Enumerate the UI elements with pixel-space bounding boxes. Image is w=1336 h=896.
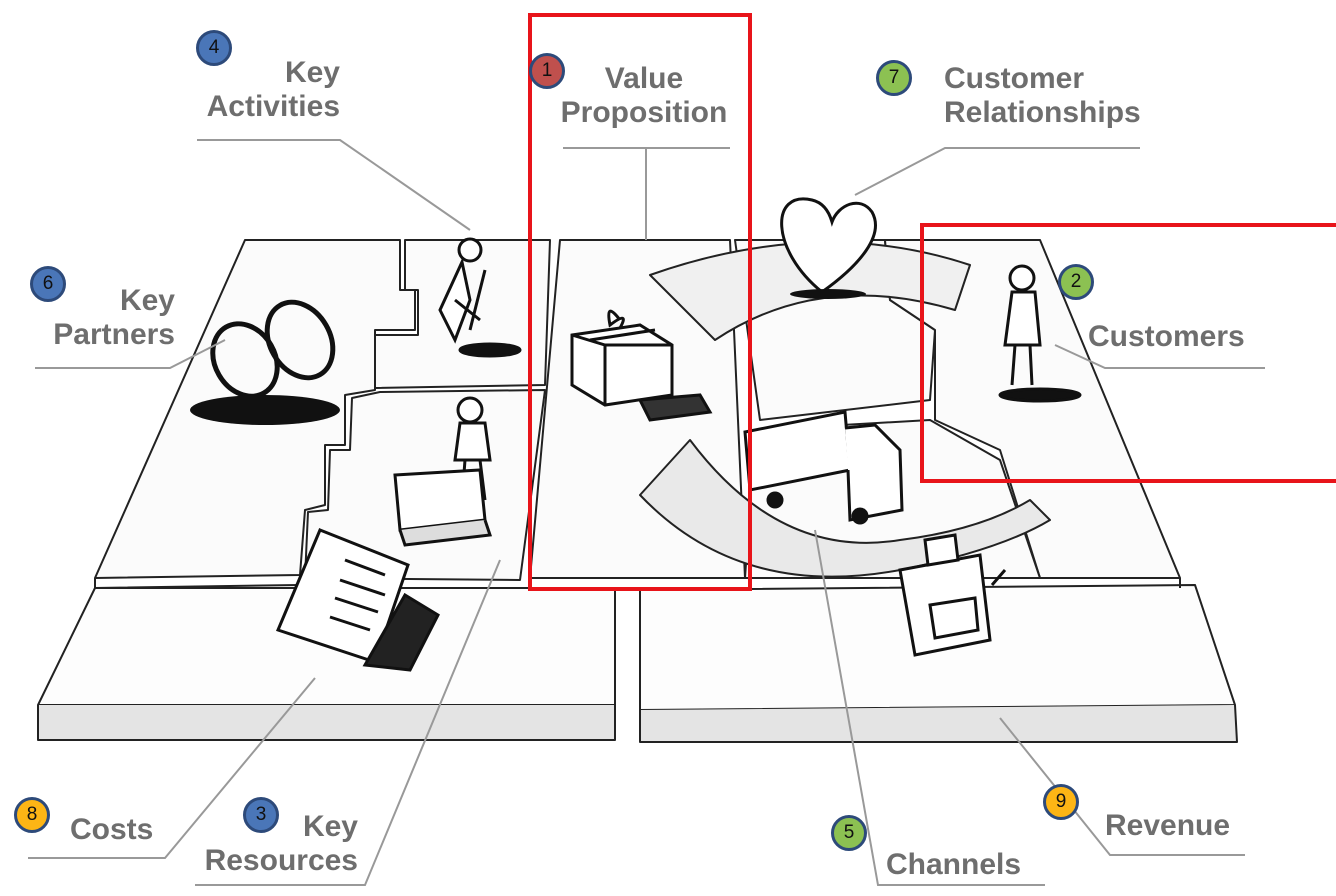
worker-drawing xyxy=(457,237,483,263)
label-key-partners: Key Partners xyxy=(20,284,175,352)
label-key-resources-line1: Key xyxy=(302,810,358,843)
leader-key-resources xyxy=(195,559,501,886)
badge-channels: 5 xyxy=(831,815,867,851)
badge-customers: 2 xyxy=(1058,264,1094,300)
leader-key-partners xyxy=(35,339,226,369)
heart-drawing xyxy=(780,197,877,294)
leader-revenue xyxy=(999,717,1245,856)
badge-customer-relationships: 7 xyxy=(876,60,912,96)
leader-customers xyxy=(1054,344,1265,369)
label-costs: Costs xyxy=(70,813,154,846)
resources-person-drawing xyxy=(456,396,484,424)
badge-key-activities: 4 xyxy=(196,30,232,66)
badge-key-resources: 3 xyxy=(243,797,279,833)
label-key-activities: Key Activities xyxy=(180,56,340,124)
leader-costs xyxy=(28,677,316,859)
label-key-activities-line2: Activities xyxy=(206,90,340,123)
leader-value-proposition xyxy=(563,147,730,240)
customer-person-drawing xyxy=(1008,264,1036,292)
badge-value-proposition: 1 xyxy=(529,53,565,89)
label-key-partners-line2: Partners xyxy=(53,318,175,351)
label-key-partners-line1: Key xyxy=(119,284,175,317)
highlight-customers xyxy=(920,223,1336,483)
badge-revenue: 9 xyxy=(1043,784,1079,820)
label-key-resources: Key Resources xyxy=(180,810,358,878)
label-customer-relationships: Customer Relationships xyxy=(944,62,1141,130)
leader-channels xyxy=(814,529,1045,886)
label-revenue: Revenue xyxy=(1105,809,1231,842)
label-value-proposition-line1: Value xyxy=(604,62,684,95)
leader-customer-relationships xyxy=(854,147,1140,196)
label-customer-relationships-line1: Customer xyxy=(944,62,1085,95)
label-value-proposition: Value Proposition xyxy=(544,62,744,130)
label-customer-relationships-line2: Relationships xyxy=(944,96,1141,129)
highlight-value-proposition xyxy=(528,13,752,591)
label-customers: Customers xyxy=(1088,320,1245,353)
badge-key-partners: 6 xyxy=(30,266,66,302)
label-channels: Channels xyxy=(886,848,1022,881)
label-key-resources-line2: Resources xyxy=(204,844,358,877)
label-key-activities-line1: Key xyxy=(284,56,340,89)
customers-block xyxy=(884,239,1181,579)
label-value-proposition-line2: Proposition xyxy=(560,96,728,129)
leader-key-activities xyxy=(197,139,471,231)
badge-costs: 8 xyxy=(14,797,50,833)
